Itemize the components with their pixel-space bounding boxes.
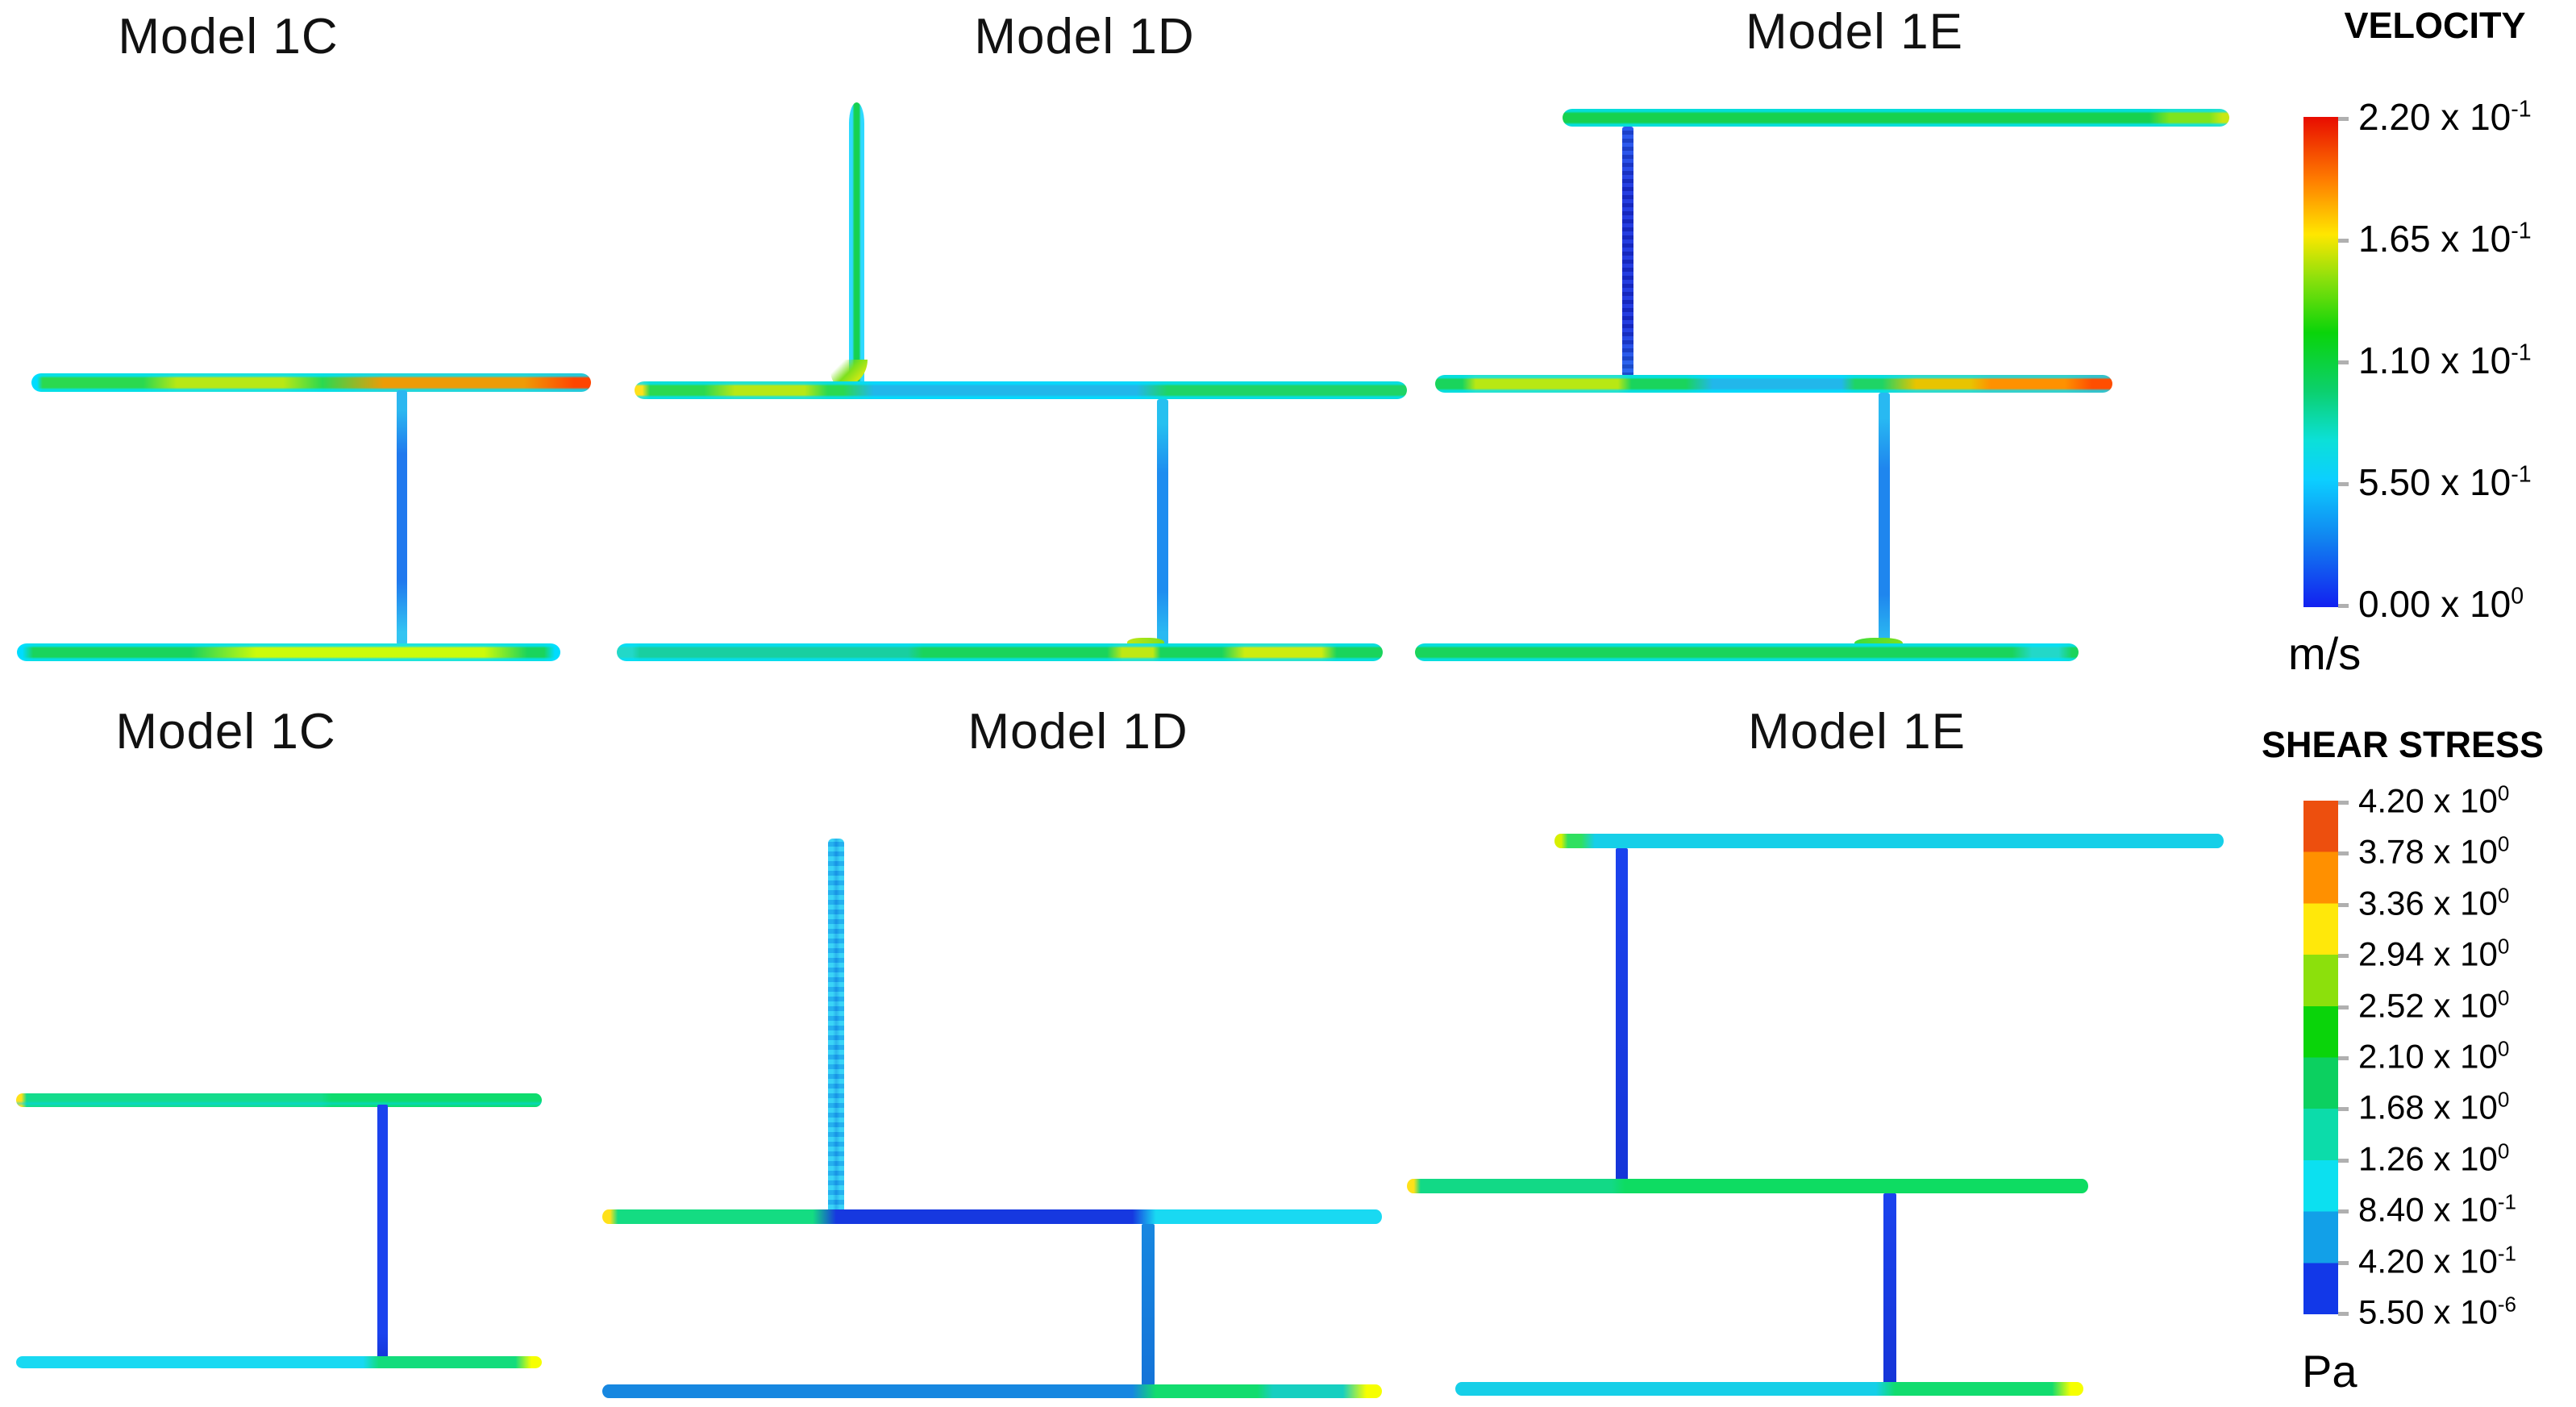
velocity-label-1: 1.65 x 10-1 [2358,217,2532,260]
model1d-velocity-vertical-channel [1157,399,1168,645]
model1d-velocity-bottom-channel [617,643,1383,661]
shear-label-6: 1.68 x 100 [2358,1087,2510,1126]
model1c-shear-bottom-channel [16,1356,542,1368]
shear-panel-title-1d: Model 1D [968,704,1188,760]
velocity-label-3: 5.50 x 10-1 [2358,460,2532,503]
shear-tick-3 [2338,954,2349,959]
shear-tick-7 [2338,1158,2349,1163]
velocity-tick-4 [2338,604,2349,608]
velocity-tick-0 [2338,117,2349,121]
velocity-unit-label: m/s [2288,628,2362,679]
shear-tick-2 [2338,902,2349,907]
shear-label-5: 2.10 x 100 [2358,1036,2510,1076]
shear-colorbar-title: SHEAR STRESS [2261,724,2545,765]
model1c-velocity-vertical-channel [397,390,407,645]
model1c-velocity-bottom-channel [17,643,560,661]
velocity-label-4: 0.00 x 100 [2358,582,2524,625]
shear-tick-5 [2338,1056,2349,1060]
model1c-shear-top-channel [16,1093,542,1107]
model1d-shear-vertical-channel [1142,1224,1155,1385]
velocity-panel-title-1d: Model 1D [974,9,1195,65]
shear-colorbar [2303,801,2338,1314]
shear-label-2: 3.36 x 100 [2358,883,2510,922]
shear-label-3: 2.94 x 100 [2358,934,2510,973]
model1e-velocity-middle-channel [1435,375,2112,393]
velocity-tick-3 [2338,482,2349,486]
model1e-shear-upper-vertical-channel [1616,848,1628,1180]
shear-tick-4 [2338,1005,2349,1009]
velocity-label-0: 2.20 x 10-1 [2358,95,2532,138]
model1d-shear-bottom-channel [602,1384,1382,1398]
shear-label-10: 5.50 x 10-6 [2358,1292,2516,1331]
model1e-shear-middle-channel [1407,1179,2088,1193]
model1d-velocity-top-channel [635,381,1407,399]
velocity-tick-1 [2338,239,2349,243]
velocity-colorbar [2303,117,2338,607]
shear-tick-1 [2338,851,2349,856]
shear-tick-10 [2338,1312,2349,1316]
velocity-colorbar-title: VELOCITY [2344,5,2526,46]
model1e-velocity-top-channel [1563,109,2229,127]
shear-tick-0 [2338,801,2349,805]
model1d-velocity-inlet-channel [849,102,864,386]
model1d-shear-inlet-channel [828,839,844,1214]
model1c-velocity-top-channel [31,373,591,392]
shear-label-9: 4.20 x 10-1 [2358,1241,2516,1280]
velocity-panel-title-1e: Model 1E [1746,4,1963,60]
model1e-velocity-bottom-channel [1415,643,2079,661]
shear-label-0: 4.20 x 100 [2358,781,2510,820]
model1e-shear-bottom-channel [1455,1382,2083,1396]
shear-panel-title-1e: Model 1E [1748,704,1966,760]
shear-label-4: 2.52 x 100 [2358,985,2510,1025]
shear-tick-9 [2338,1260,2349,1265]
shear-tick-8 [2338,1209,2349,1214]
model1d-shear-top-channel [602,1209,1382,1224]
shear-label-8: 8.40 x 10-1 [2358,1189,2516,1229]
velocity-tick-2 [2338,360,2349,364]
model1e-shear-top-channel [1554,834,2224,848]
model1c-shear-vertical-channel [377,1105,388,1359]
model1e-velocity-lower-vertical-channel [1879,393,1890,645]
shear-unit-label: Pa [2302,1346,2358,1397]
shear-tick-6 [2338,1107,2349,1112]
model1e-shear-lower-vertical-channel [1883,1193,1896,1384]
shear-label-1: 3.78 x 100 [2358,831,2510,871]
velocity-label-2: 1.10 x 10-1 [2358,339,2532,381]
shear-panel-title-1c: Model 1C [115,704,336,760]
velocity-panel-title-1c: Model 1C [118,9,339,65]
shear-label-7: 1.26 x 100 [2358,1139,2510,1178]
model1e-velocity-upper-vertical-channel [1622,127,1633,377]
